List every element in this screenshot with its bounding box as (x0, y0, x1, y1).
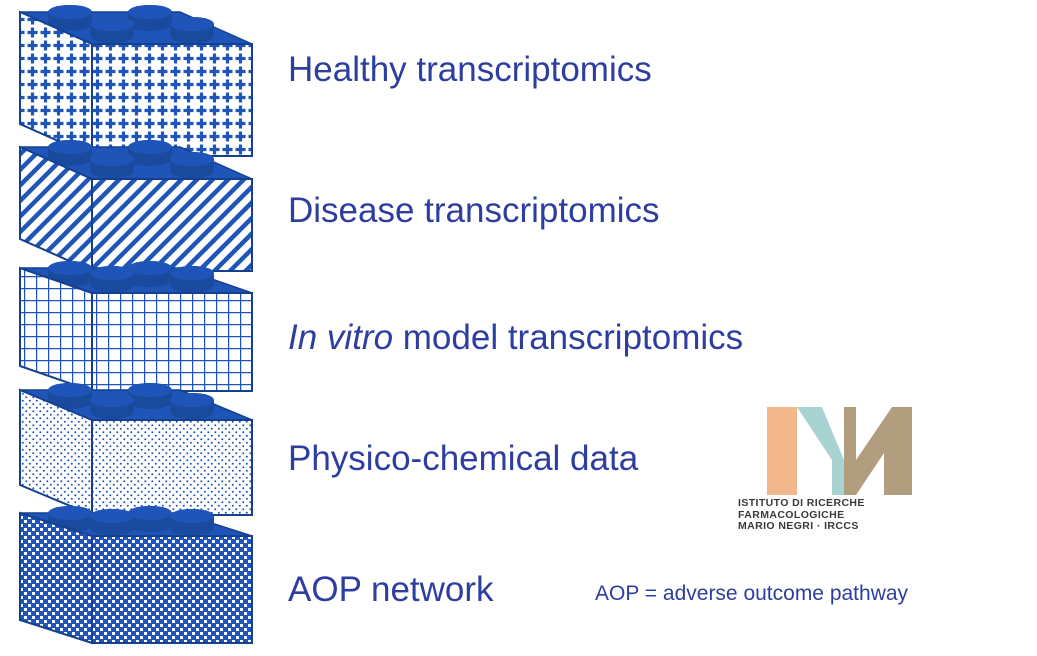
brick-stud-top-3 (90, 17, 134, 31)
brick-2 (19, 140, 253, 273)
brick-1 (19, 5, 253, 158)
brick-stud-top-1 (48, 140, 92, 154)
brick-stack (19, 5, 253, 645)
brick-stud-top-2 (128, 383, 172, 397)
brick-stud-top-2 (128, 5, 172, 19)
brick-stud-top-2 (128, 261, 172, 275)
abbreviation-note: AOP = adverse outcome pathway (595, 582, 909, 605)
brick-stud-top-1 (48, 261, 92, 275)
brick-5 (19, 506, 253, 645)
brick-stud-top-3 (90, 266, 134, 280)
brick-stud-top-3 (90, 152, 134, 166)
brick-stud-top-4 (170, 509, 214, 523)
brick-stud-top-2 (128, 140, 172, 154)
layer-label-aop-network: AOP network (288, 570, 494, 609)
brick-stud-top-4 (170, 17, 214, 31)
layer-label-rest-part: model transcriptomics (393, 318, 744, 357)
logo-bar-peach (767, 407, 797, 495)
brick-stud-top-1 (48, 506, 92, 520)
brick-stud-top-1 (48, 5, 92, 19)
logo-caption-line: ISTITUTO DI RICERCHE (738, 497, 865, 509)
logo-shape-taupe (844, 407, 912, 495)
logo-caption-line: MARIO NEGRI · IRCCS (738, 520, 859, 532)
brick-stud-top-1 (48, 383, 92, 397)
layer-label-healthy-transcriptomics: Healthy transcriptomics (288, 50, 652, 89)
brick-stud-top-4 (170, 393, 214, 407)
brick-3 (19, 261, 253, 393)
brick-side-face (19, 511, 93, 645)
layer-label-disease-transcriptomics: Disease transcriptomics (288, 191, 660, 230)
brick-stud-top-3 (90, 509, 134, 523)
brick-front-face (91, 178, 253, 272)
brick-stud-top-4 (170, 152, 214, 166)
brick-stud-top-4 (170, 266, 214, 280)
brick-stud-top-3 (90, 393, 134, 407)
brick-front-face (91, 292, 253, 392)
brick-stud-top-2 (128, 506, 172, 520)
layer-label-in-vitro-model-transcriptomics: In vitro model transcriptomics (288, 320, 743, 355)
layer-label-physico-chemical-data: Physico-chemical data (288, 439, 639, 478)
logo-shape-teal (797, 407, 844, 495)
brick-front-face (91, 43, 253, 157)
layer-label-italic-part: In vitro (288, 318, 394, 357)
logo-caption: ISTITUTO DI RICERCHE FARMACOLOGICHE MARI… (738, 497, 938, 533)
mario-negri-logo (767, 407, 912, 495)
brick-front-face (91, 419, 253, 516)
logo-caption-line: FARMACOLOGICHE (738, 508, 845, 521)
brick-4 (19, 383, 253, 517)
brick-front-face (91, 535, 253, 644)
